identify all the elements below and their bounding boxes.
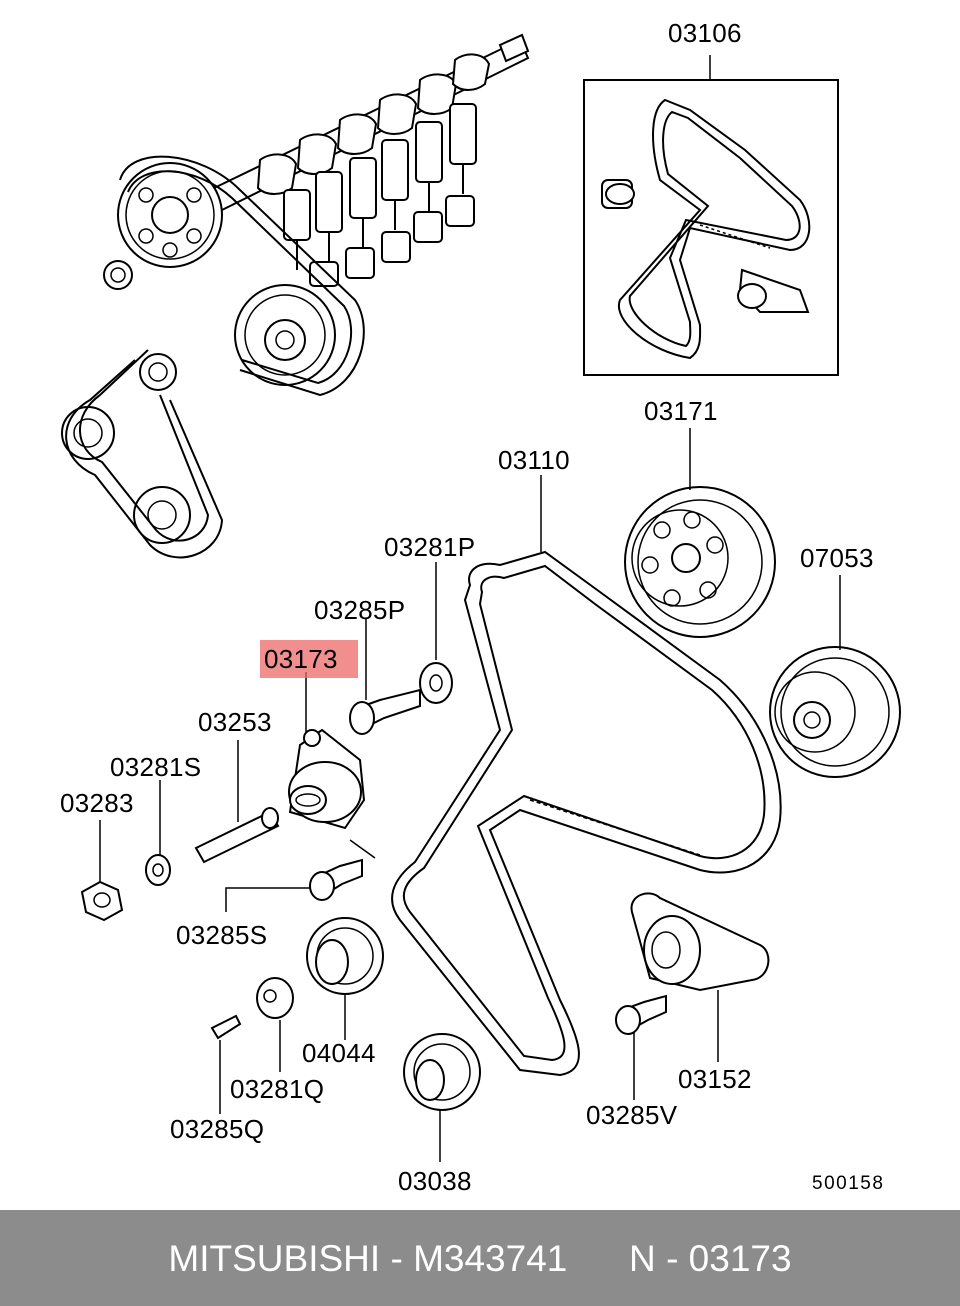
washer-03281Q (256, 977, 294, 1072)
bolt-03285V (615, 994, 667, 1100)
sprocket-07053 (769, 575, 901, 778)
bolt-03285S (225, 858, 363, 912)
washer-03281S (145, 780, 171, 886)
ref-prefix: N (629, 1238, 656, 1279)
callout-03253[interactable]: 03253 (198, 707, 272, 737)
callout-03173[interactable]: 03173 (260, 640, 358, 678)
separator: - (390, 1238, 403, 1279)
sprocket-04044 (306, 917, 384, 1040)
timing-belt-03110 (391, 475, 782, 1077)
callout-03110[interactable]: 03110 (498, 445, 570, 475)
callout-03281S[interactable]: 03281S (110, 752, 202, 782)
callout-03285S[interactable]: 03285S (176, 920, 268, 950)
stud-03253 (194, 740, 280, 864)
callout-03283[interactable]: 03283 (60, 788, 134, 818)
part-number: M343741 (413, 1238, 568, 1279)
nut-03283 (80, 820, 124, 922)
separator: - (666, 1238, 679, 1279)
callout-03038[interactable]: 03038 (398, 1166, 472, 1196)
callout-03281Q[interactable]: 03281Q (230, 1074, 325, 1104)
callout-07053[interactable]: 07053 (800, 543, 874, 573)
footer-caption: MITSUBISHI - M343741 N - 03173 (0, 1240, 960, 1277)
footer-bar: MITSUBISHI - M343741 N - 03173 (0, 1210, 960, 1306)
callout-03281P[interactable]: 03281P (384, 532, 476, 562)
callout-04044[interactable]: 04044 (302, 1038, 376, 1068)
callout-03285V[interactable]: 03285V (586, 1100, 678, 1130)
callout-03152[interactable]: 03152 (678, 1064, 752, 1094)
callout-03171[interactable]: 03171 (644, 396, 718, 426)
ref-code: 03173 (688, 1238, 792, 1279)
exploded-parts-drawing (61, 33, 901, 1162)
idler-03152 (630, 892, 770, 1062)
washer-03281P (419, 562, 453, 704)
timing-kit-box (583, 55, 839, 376)
brand-name: MITSUBISHI (168, 1238, 381, 1279)
callout-03106[interactable]: 03106 (668, 18, 742, 48)
callout-03285Q[interactable]: 03285Q (170, 1114, 265, 1144)
diagram-code: 500158 (812, 1173, 885, 1194)
sprocket-03038 (403, 1033, 481, 1162)
callout-03285P[interactable]: 03285P (314, 595, 406, 625)
engine-camshaft-assembly (61, 33, 530, 559)
tensioner-03173 (288, 672, 376, 859)
bolt-03285P (349, 618, 421, 735)
sprocket-03171 (624, 428, 776, 638)
bolt-03285Q (210, 1014, 242, 1114)
